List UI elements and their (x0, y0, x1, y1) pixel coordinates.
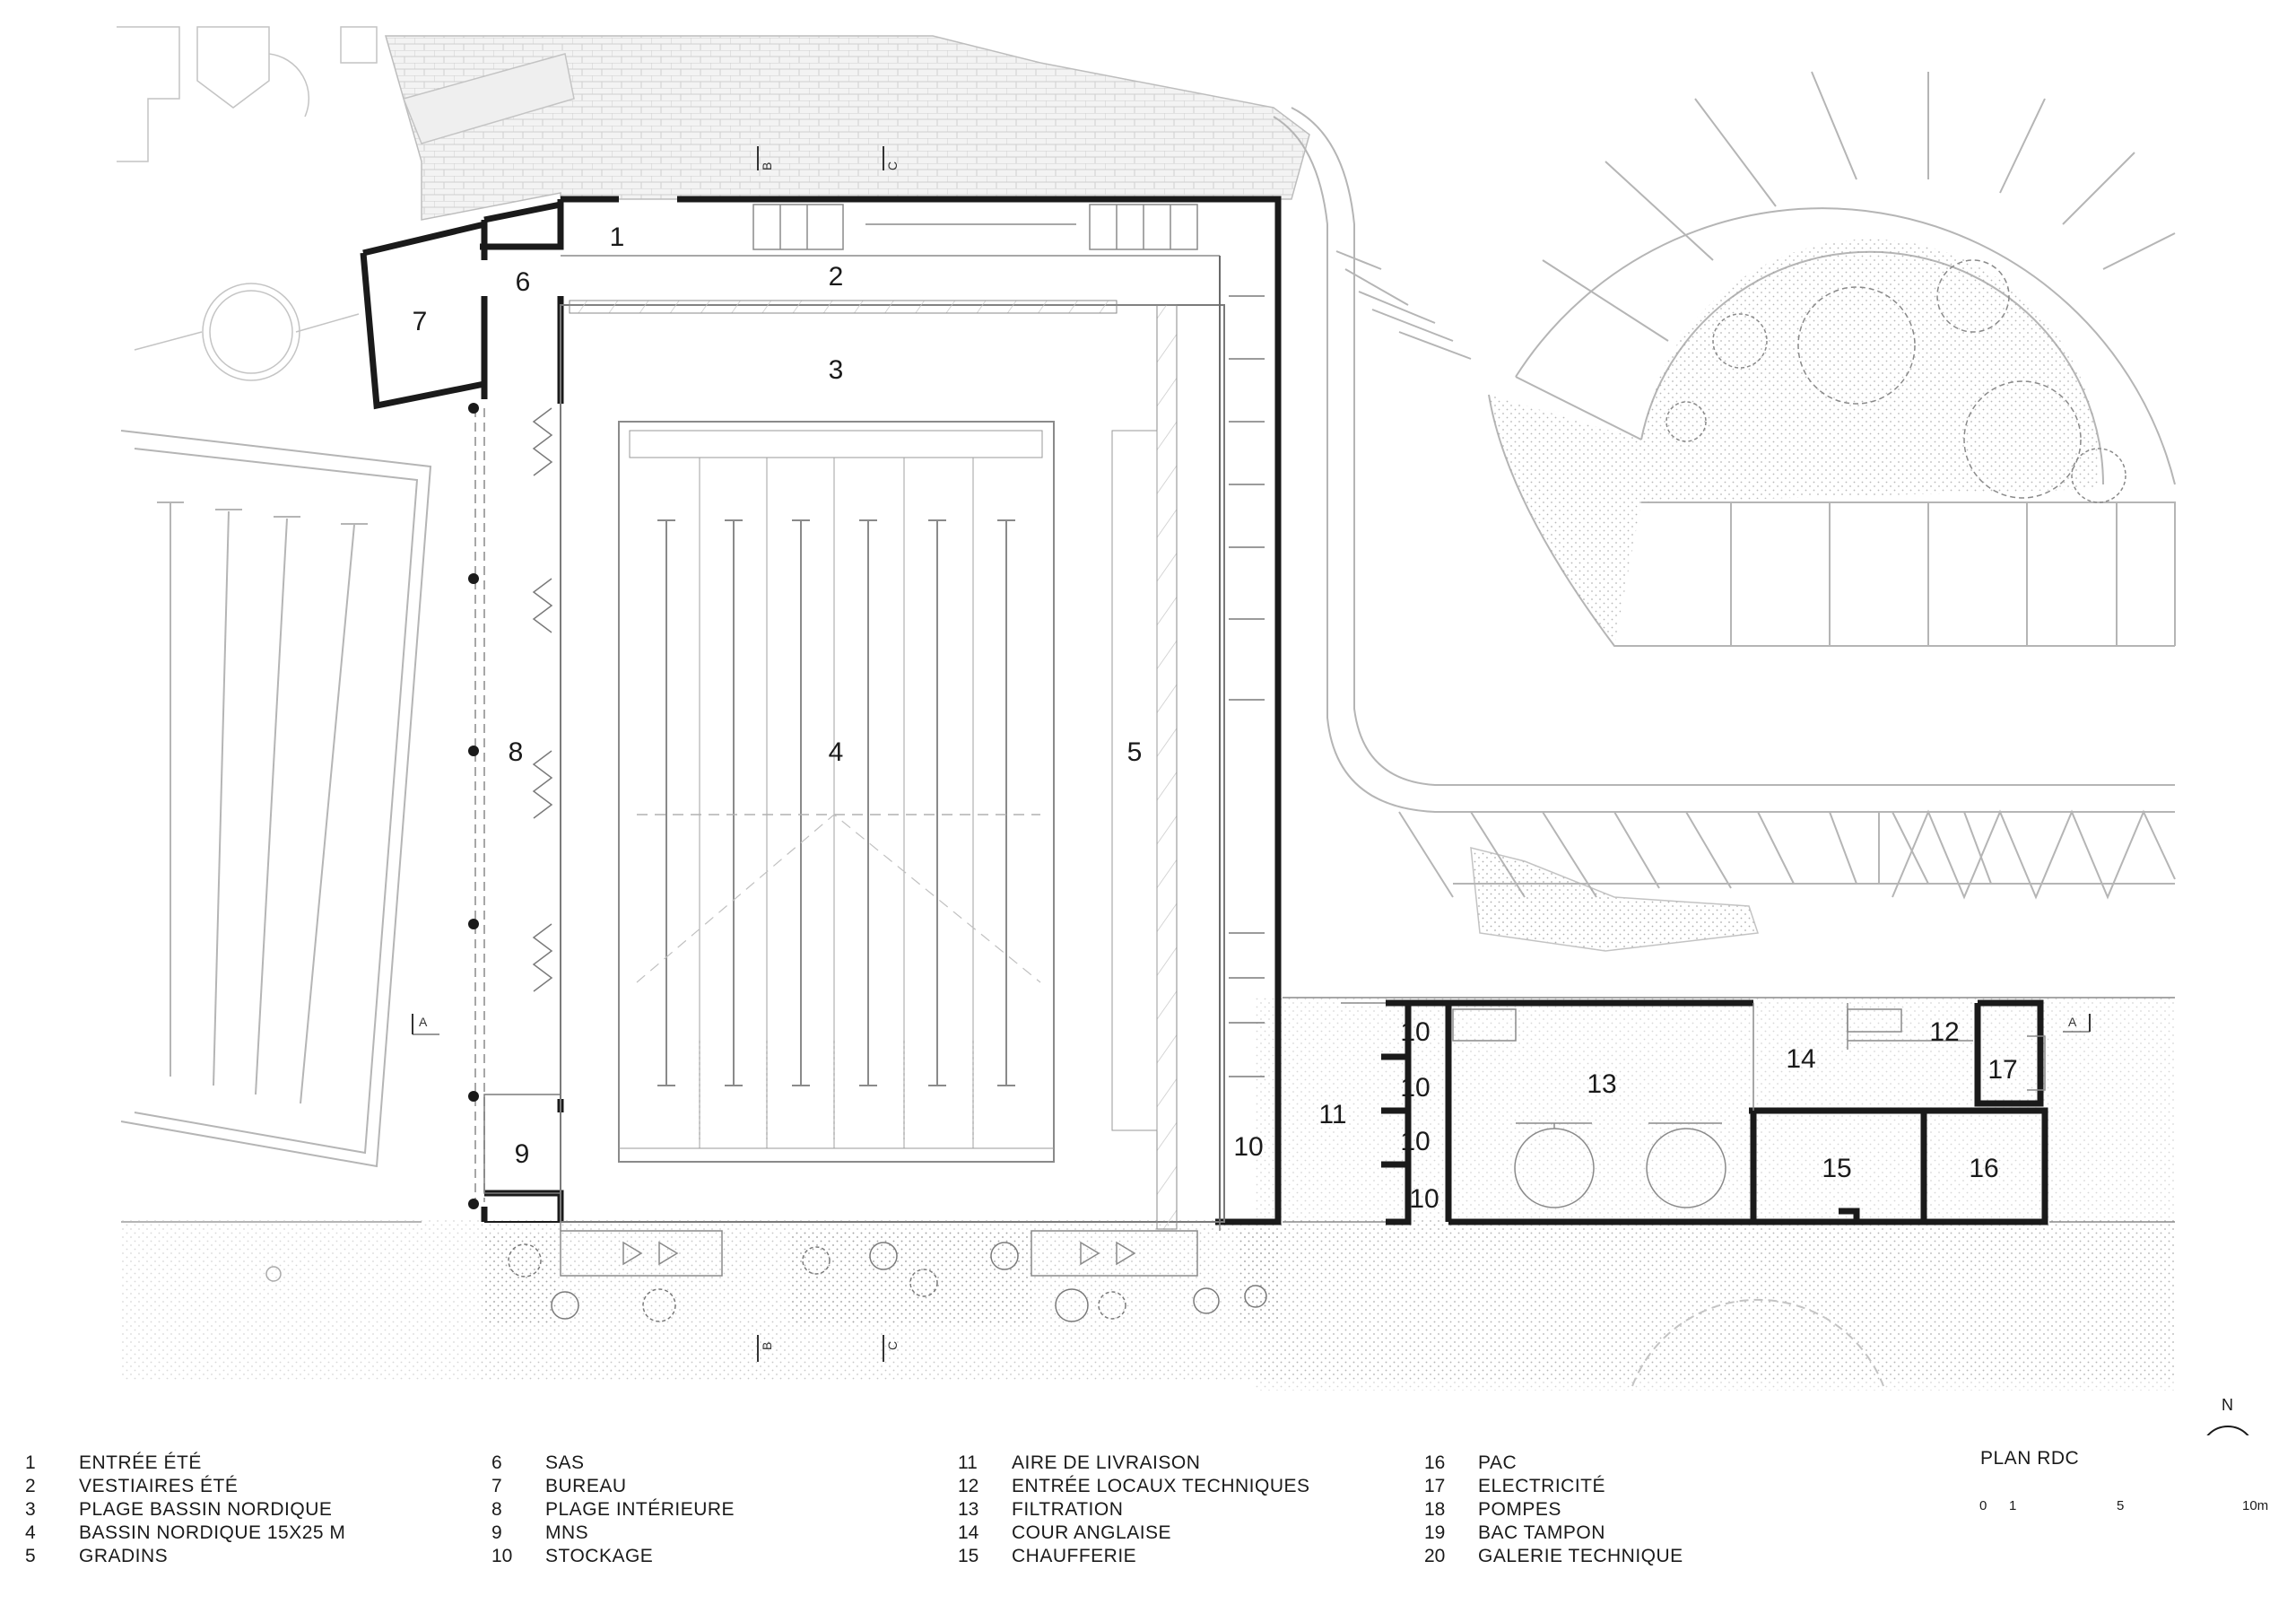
forecourt-arc (1631, 1298, 1884, 1387)
site-ground (121, 996, 2175, 1391)
garden-planting-2 (1489, 395, 1641, 646)
section-marker-b-top: B (757, 146, 774, 170)
section-marker-c-bottom: C (883, 1335, 900, 1362)
scale-label-5: 5 (2117, 1498, 2125, 1513)
svg-text:B: B (760, 162, 774, 170)
paved-plaza (385, 35, 1310, 221)
room-label-5: 5 (1127, 737, 1143, 767)
front-planting-right (1238, 1231, 1278, 1323)
room-label-12: 12 (1929, 1017, 1959, 1047)
technical-block (1381, 999, 2048, 1225)
parking-stripes (1335, 250, 1472, 360)
scale-label-0: 0 (1979, 1498, 1987, 1513)
room-label-9: 9 (515, 1139, 530, 1169)
section-marker-a-left: A (412, 1014, 439, 1035)
bollard (265, 1266, 282, 1282)
front-planting-left (484, 1234, 556, 1323)
room-label-10-b: 10 (1400, 1073, 1430, 1103)
svg-text:A: A (419, 1015, 428, 1029)
garden-planting (1641, 239, 2100, 502)
outdoor-pool (120, 430, 432, 1168)
room-label-11: 11 (1318, 1100, 1346, 1129)
scale-label-10: 10m (2242, 1498, 2269, 1513)
front-shrubs (508, 1242, 1267, 1322)
room-label-10-a: 10 (1400, 1017, 1430, 1047)
technical-details (1283, 997, 2175, 1223)
room-label-4: 4 (829, 737, 844, 767)
room-label-7: 7 (413, 307, 428, 336)
plan-title: PLAN RDC (1980, 1448, 2080, 1469)
room-label-10-c: 10 (1400, 1127, 1430, 1156)
room-label-17: 17 (1987, 1055, 2017, 1085)
room-label-13: 13 (1587, 1069, 1616, 1099)
section-marker-b-bottom: B (757, 1335, 774, 1362)
north-arrow (2206, 1426, 2249, 1435)
section-marker-c-top: C (883, 146, 900, 170)
svg-text:C: C (885, 1341, 900, 1350)
room-label-10-d: 10 (1409, 1184, 1439, 1214)
room-label-14: 14 (1786, 1044, 1815, 1074)
planting-strip (1470, 847, 1760, 952)
main-building (360, 196, 1282, 1230)
trees (1665, 259, 2126, 503)
nordic-pool (618, 421, 1055, 1163)
front-entries (560, 1222, 1221, 1277)
room-label-3: 3 (829, 355, 844, 385)
room-label-10-main: 10 (1233, 1132, 1263, 1162)
room-label-1: 1 (610, 222, 625, 252)
room-label-6: 6 (516, 267, 531, 297)
neighbour-building (117, 26, 575, 381)
room-label-8: 8 (509, 737, 524, 767)
room-label-2: 2 (829, 262, 844, 292)
svg-text:C: C (885, 161, 900, 170)
scale-label-1: 1 (2009, 1498, 2017, 1513)
room-label-15: 15 (1822, 1154, 1851, 1183)
section-marker-a-right: A (2063, 1014, 2091, 1033)
room-label-16: 16 (1969, 1154, 1998, 1183)
north-label: N (2222, 1396, 2233, 1414)
front-planting-mid (789, 1231, 1031, 1323)
svg-text:A: A (2068, 1015, 2077, 1029)
svg-text:B: B (760, 1342, 774, 1350)
floor-plan-drawing: B C B C A A 1 2 3 4 5 6 7 8 9 10 10 10 1… (117, 26, 2249, 1435)
